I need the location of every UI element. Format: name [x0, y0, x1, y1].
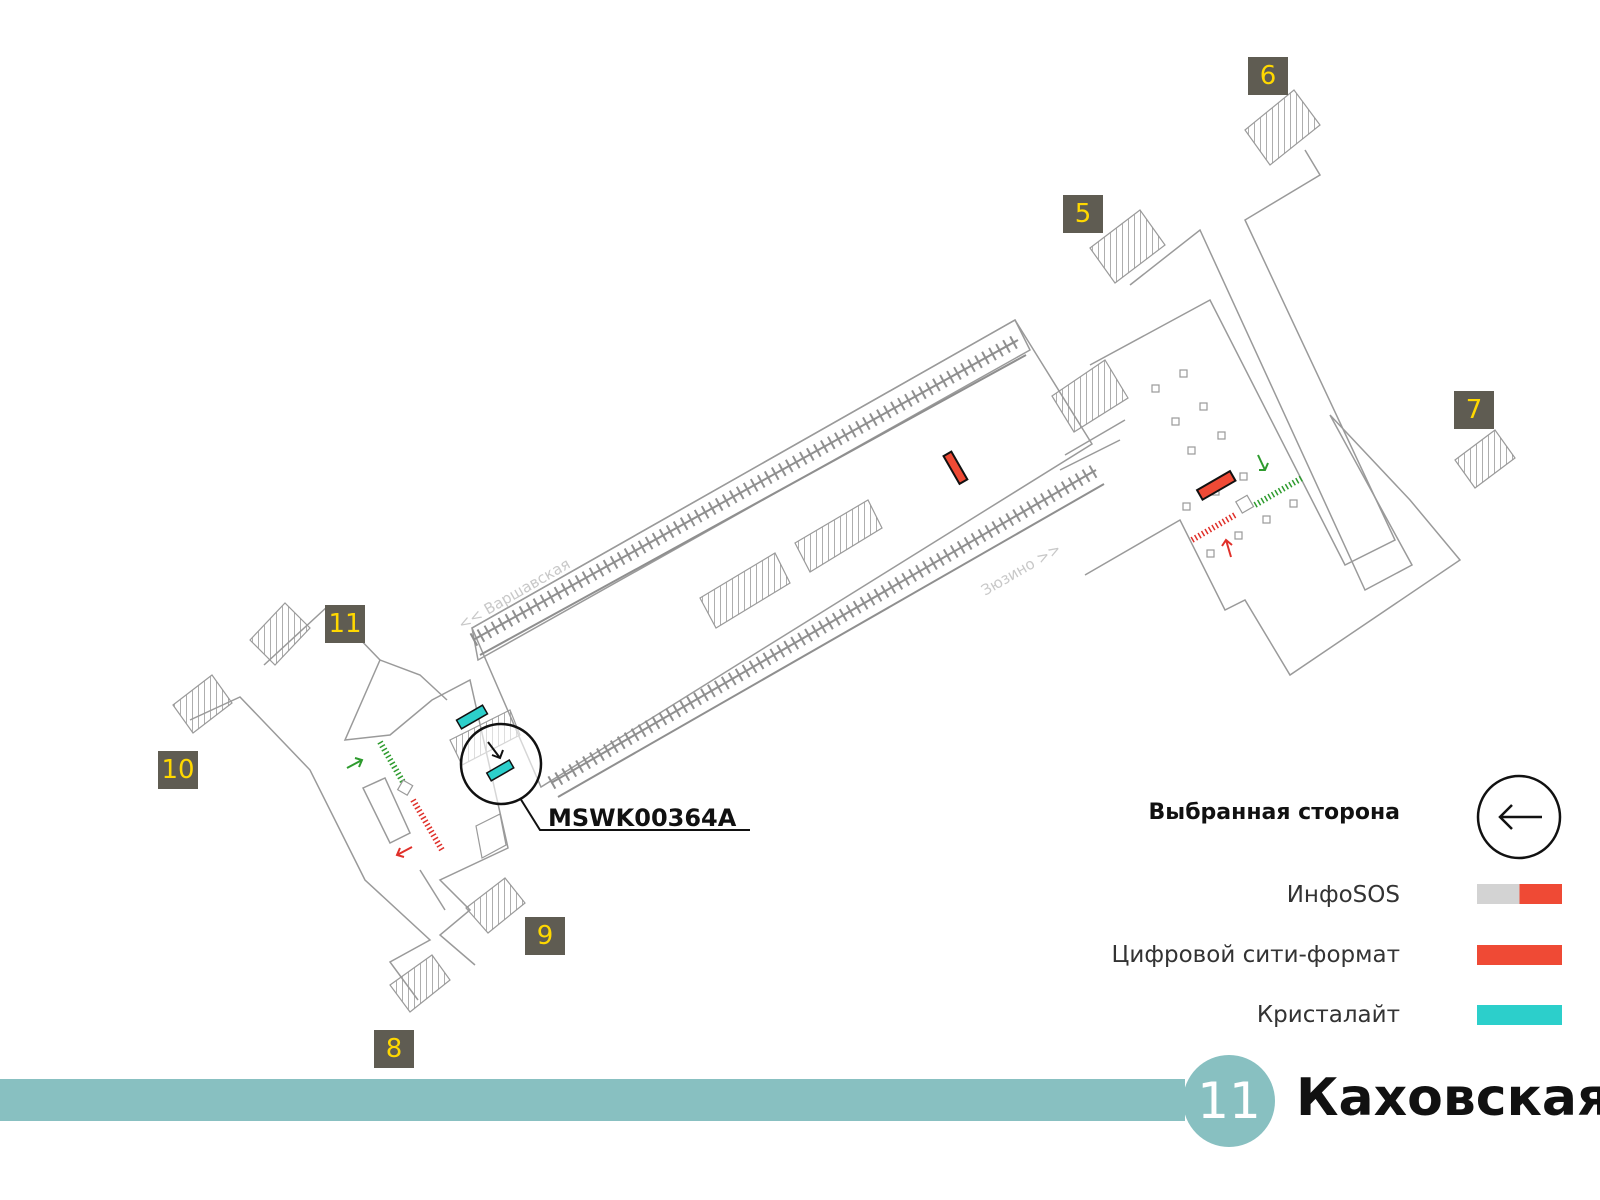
east-stairs-platform: [1051, 359, 1129, 433]
legend-crystalight-label: Кристалайт: [1256, 1002, 1400, 1028]
line-number-badge: 11: [1183, 1055, 1275, 1147]
legend-infosos-label: ИнфоSOS: [1286, 882, 1400, 908]
platform-stairs: [699, 499, 883, 629]
exit-box-5: 5: [1063, 195, 1103, 233]
crystalight-panel-top: [455, 704, 489, 730]
legend-selected-side-label: Выбранная сторона: [1148, 800, 1400, 825]
east-turnstile-out: [1190, 512, 1237, 543]
exit-11-stairs: [249, 602, 311, 666]
west-arrows: [346, 757, 413, 858]
track-upper: [469, 333, 1027, 656]
line-band: [0, 1079, 1185, 1121]
exit-box-10: 10: [158, 751, 198, 789]
east-turnstile-in: [1253, 475, 1304, 508]
exit-10-stairs: [172, 674, 233, 734]
west-turnstile-out: [410, 798, 445, 852]
svg-text:5: 5: [1075, 199, 1092, 229]
legend-crystalight-swatch: [1477, 1005, 1562, 1025]
east-vestibule: [1059, 149, 1462, 677]
track-lower: [547, 463, 1105, 798]
svg-text:11: 11: [328, 609, 361, 639]
exit-box-6: 6: [1248, 57, 1288, 95]
exit-5-stairs: [1089, 209, 1166, 284]
exit-box-7: 7: [1454, 391, 1494, 429]
legend-citformat-swatch: [1477, 945, 1562, 965]
selected-panel-marker[interactable]: [459, 722, 750, 831]
exit-8-stairs: [389, 954, 451, 1013]
selected-side-icon: [1476, 774, 1562, 860]
exit-box-9: 9: [525, 917, 565, 955]
svg-text:9: 9: [537, 921, 554, 951]
platform-panel: [942, 450, 969, 486]
exit-7-stairs: [1454, 429, 1516, 489]
exit-box-8: 8: [374, 1030, 414, 1068]
west-vestibule: [189, 604, 509, 1001]
east-citformat-panel: [1195, 469, 1237, 502]
exit-6-stairs: [1244, 89, 1321, 166]
svg-text:8: 8: [386, 1034, 403, 1064]
selected-panel-code: MSWK00364A: [548, 804, 737, 832]
legend-infosos-swatch: [1477, 884, 1562, 904]
platform-hall: [471, 318, 1094, 789]
station-name: Каховская: [1296, 1068, 1600, 1128]
svg-text:7: 7: [1466, 395, 1483, 425]
svg-text:6: 6: [1260, 61, 1277, 91]
east-pillars: [1151, 369, 1298, 558]
west-turnstile-in: [377, 740, 406, 784]
east-arrows: [1221, 454, 1269, 558]
west-box: [396, 779, 414, 797]
west-stairs-side: [475, 813, 507, 859]
exit-box-11: 11: [325, 605, 365, 643]
legend-citformat-label: Цифровой сити-формат: [1111, 942, 1400, 968]
svg-text:10: 10: [161, 755, 194, 785]
exit-9-stairs: [465, 877, 526, 934]
